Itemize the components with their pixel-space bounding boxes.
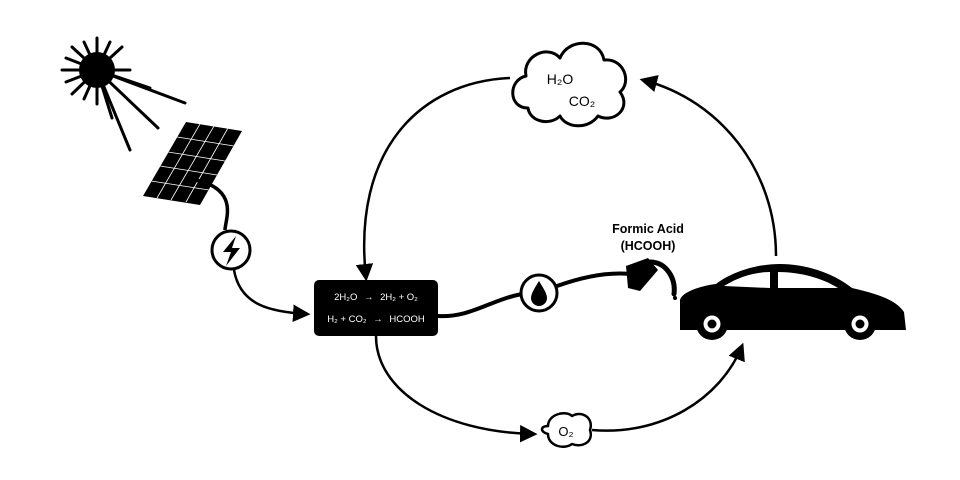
lightning-bolt-icon xyxy=(210,229,252,271)
sun-icon xyxy=(60,36,187,152)
fuel-pipe-1 xyxy=(437,292,523,319)
equation-formic-acid: H₂ + CO₂ → HCOOH xyxy=(327,314,425,325)
equation-water-splitting: 2H₂O → 2H₂ + O₂ xyxy=(334,292,418,303)
formic-acid-formula: (HCOOH) xyxy=(621,239,676,253)
electricity-arrow xyxy=(232,269,311,322)
emissions-arrow xyxy=(639,75,778,257)
reactor-box: 2H₂O → 2H₂ + O₂ H₂ + CO₂ → HCOOH xyxy=(314,280,438,336)
car-icon xyxy=(680,264,906,340)
oxygen-to-car-arrow xyxy=(591,342,745,432)
power-cable xyxy=(195,178,230,231)
cloud-icon: H₂O CO₂ xyxy=(511,41,627,128)
cloud-label-water: H₂O xyxy=(547,71,574,87)
droplet-icon xyxy=(519,273,559,313)
oxygen-arrow xyxy=(374,335,538,443)
formic-acid-label: Formic Acid xyxy=(612,222,684,236)
recycle-arrow xyxy=(355,76,511,282)
cloud-label-co2: CO₂ xyxy=(569,93,595,109)
oxygen-bubble: O₂ xyxy=(540,412,593,448)
fuel-pipe-2 xyxy=(556,271,631,288)
fuel-nozzle-icon xyxy=(626,258,677,300)
solar-panel-icon xyxy=(143,122,242,205)
oxygen-label: O₂ xyxy=(558,424,573,439)
